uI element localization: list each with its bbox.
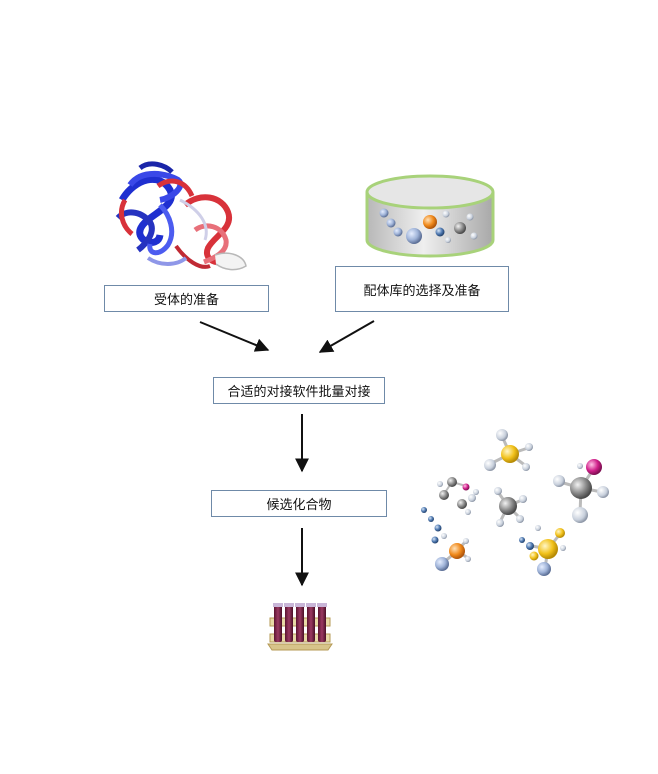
receptor-preparation-box: 受体的准备 (104, 285, 269, 312)
receptor-preparation-label: 受体的准备 (153, 293, 219, 308)
ligand-library-label: 配体库的选择及准备 (363, 283, 481, 299)
ligand-library-box: 配体库的选择及准备 (335, 266, 509, 312)
candidate-compounds-box: 候选化合物 (211, 490, 387, 517)
arrow-receptor-to-docking (199, 321, 270, 352)
test-tube-rack-icon (267, 603, 333, 651)
compound-library-database-icon (365, 174, 495, 258)
protein-ribbon-icon (115, 161, 247, 271)
batch-docking-box: 合适的对接软件批量对接 (213, 377, 385, 404)
arrow-ligand-to-docking (318, 320, 375, 353)
batch-docking-label: 合适的对接软件批量对接 (227, 385, 371, 400)
molecule-ball-stick-icon (421, 429, 609, 576)
candidate-compounds-label: 候选化合物 (266, 498, 332, 513)
